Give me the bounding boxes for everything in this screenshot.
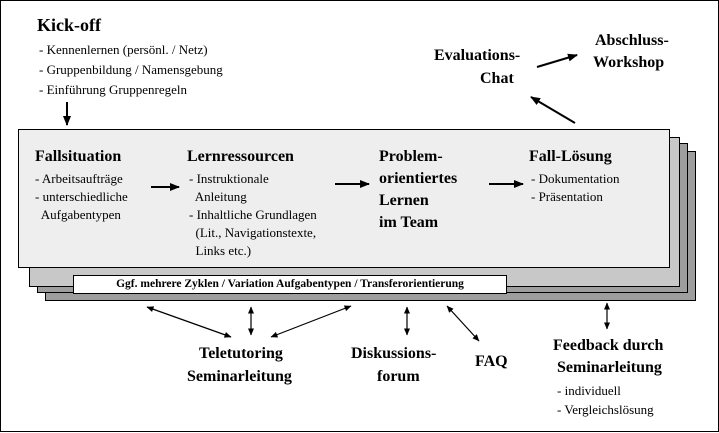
phase-fallsituation-item: - Arbeitsaufträge xyxy=(35,171,123,186)
closing-workshop-line2: Workshop xyxy=(593,54,665,71)
closing-workshop-line1: Abschluss- xyxy=(595,32,669,49)
kickoff-item: - Einführung Gruppenregeln xyxy=(39,82,188,97)
phase-fallsituation-item: Aufgabentypen xyxy=(35,207,121,222)
arrow-evaluation-to-workshop xyxy=(536,53,578,68)
kickoff-title: Kick-off xyxy=(37,15,101,35)
phase-loesung-item: - Präsentation xyxy=(531,189,603,204)
forum-line2: forum xyxy=(377,368,420,385)
phase-fallsituation-item: - unterschiedliche xyxy=(35,189,128,204)
phase-loesung-title: Fall-Lösung xyxy=(529,148,612,165)
arrow-card-teletutoring-left xyxy=(146,306,232,338)
phase-lernressourcen-item: Links etc.) xyxy=(189,243,252,258)
teletutoring-line2: Seminarleitung xyxy=(187,368,292,385)
phase-lernressourcen-item: - Inhaltliche Grundlagen xyxy=(189,207,317,222)
feedback-line1: Feedback durch xyxy=(553,337,664,354)
phase-fallsituation-title: Fallsituation xyxy=(35,148,122,165)
phase-lernressourcen-item: - Instruktionale xyxy=(189,171,269,186)
evaluation-chat-line1: Evaluations- xyxy=(434,47,521,64)
forum-line1: Diskussions- xyxy=(351,345,437,362)
phase-lernressourcen-title: Lernressourcen xyxy=(187,148,294,165)
phase-lernressourcen-item: (Lit., Navigationstexte, xyxy=(189,225,317,240)
feedback-line2: Seminarleitung xyxy=(557,359,662,376)
arrow-card-to-evaluation xyxy=(530,96,576,124)
arrow-card-teletutoring-right xyxy=(270,305,352,338)
cycle-caption: Ggf. mehrere Zyklen / Variation Aufgaben… xyxy=(73,275,507,294)
feedback-item: - Vergleichslösung xyxy=(557,402,654,417)
phase-problem-line: Lernen xyxy=(379,192,429,209)
phase-lernressourcen-item: Anleitung xyxy=(189,189,247,204)
phase-problem-line: Problem- xyxy=(379,148,443,165)
feedback-item: - individuell xyxy=(557,383,621,398)
kickoff-item: - Gruppenbildung / Namensgebung xyxy=(39,62,223,77)
phase-problem-line: orientiertes xyxy=(379,170,458,187)
faq-label: FAQ xyxy=(475,353,508,370)
kickoff-item: - Kennenlernen (persönl. / Netz) xyxy=(39,42,208,57)
phase-problem-line: im Team xyxy=(379,214,439,231)
teletutoring-line1: Teletutoring xyxy=(199,345,283,362)
cycle-card-front xyxy=(18,129,670,268)
arrow-card-faq xyxy=(446,305,480,342)
evaluation-chat-line2: Chat xyxy=(480,70,514,87)
phase-loesung-item: - Dokumentation xyxy=(531,171,620,186)
